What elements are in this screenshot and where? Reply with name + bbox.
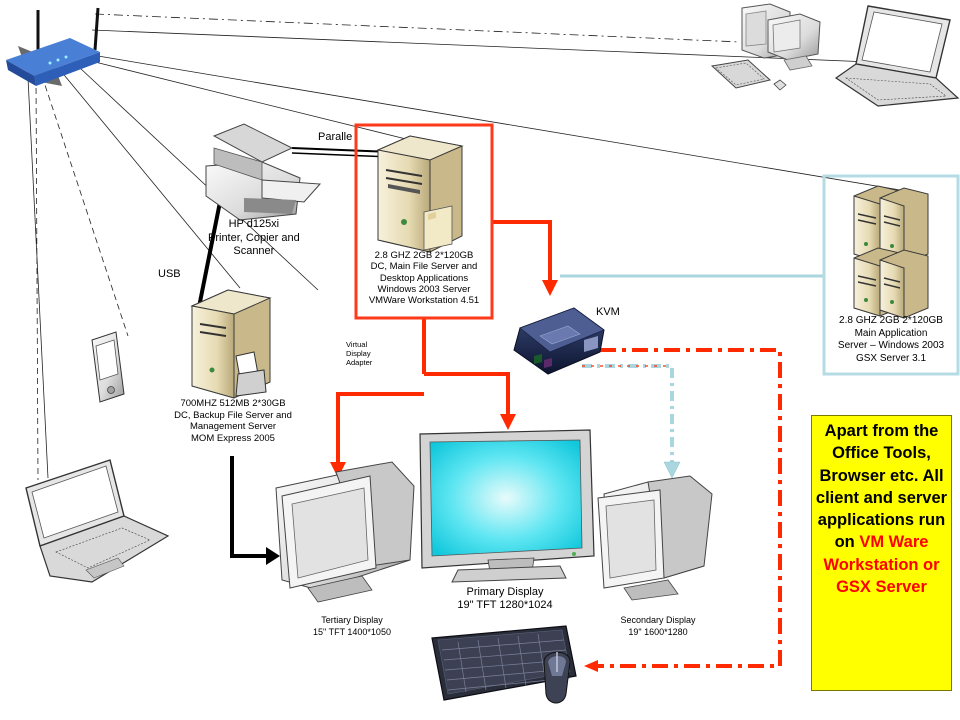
tertiary-display-label: Tertiary Display 15" TFT 1400*1050 [282,614,422,638]
usb-label: USB [158,268,181,280]
secondary-display-label: Secondary Display 19" 1600*1280 [598,614,718,638]
primary-display-label-line: 19" TFT 1280*1024 [457,599,553,611]
app-server-label-line: Main Application [854,327,928,339]
tertiary-display-label-line: 15" TFT 1400*1050 [313,627,391,637]
backup-server-label-line: MOM Express 2005 [191,432,275,444]
app-server-label-line: 2.8 GHZ 2GB 2*120GB [839,315,943,326]
printer-label-line: Scanner [233,245,275,257]
main-server-label-line: DC, Main File Server and [370,261,478,273]
keyboard-icon [431,625,577,701]
app-server-label-line: GSX Server 3.1 [855,352,927,364]
backup-server-label-line: Management Server [189,421,277,432]
mouse-icon [543,651,571,704]
note-highlight: VM Ware Workstation or GSX Server [823,533,940,597]
parallel-cable [291,147,393,158]
kvm-connections [582,348,782,672]
backup-server-label-line: 700MHZ 512MB 2*30GB [180,398,286,409]
app-server-label-line: Server – Windows 2003 [837,340,945,351]
pda-icon [91,331,125,403]
lcd-monitor-icon [419,429,595,583]
main-server-label-line: VMWare Workstation 4.51 [368,295,480,307]
main-server-label-line: 2.8 GHZ 2GB 2*120GB [374,250,474,261]
app-server-label: 2.8 GHZ 2GB 2*120GB Main Application Ser… [826,315,956,365]
crt-monitor-icon [597,475,713,601]
note-box: Apart from the Office Tools, Browser etc… [811,415,952,691]
secondary-display-label-line: Secondary Display [620,615,696,625]
tertiary-display-label-line: Tertiary Display [321,615,383,625]
virtual-adapter-label-line: Display [346,349,371,358]
backup-server-label: 700MHZ 512MB 2*30GB DC, Backup File Serv… [158,398,308,444]
laptop-icon [25,459,170,583]
virtual-adapter-label-line: Virtual [346,340,368,349]
server-tower-icon [190,289,272,399]
app-server-frame [822,174,960,376]
usb-cable [194,191,224,323]
printer-label-line: HP d125xi [228,218,280,230]
note-text: Apart from the Office Tools, Browser etc… [815,422,948,552]
parallel-label: Paralle [318,131,353,143]
backup-display-connection [230,456,280,565]
secondary-display-label-line: 19" 1600*1280 [628,627,688,637]
backup-server-label-line: DC, Backup File Server and [174,409,292,421]
main-server-label-line: Windows 2003 Server [377,283,471,295]
server-rack-icon [853,185,929,319]
printer-label: HP d125xi Printer, Copier and Scanner [208,218,300,259]
printer-label-line: Printer, Copier and [208,231,300,244]
main-server-label: 2.8 GHZ 2GB 2*120GB DC, Main File Server… [360,250,488,306]
desktop-pc-icon [710,3,821,91]
virtual-adapter-label-line: Adapter [346,358,373,367]
display-connections [330,220,558,478]
server-tower-icon [376,135,464,253]
kvm-label: KVM [596,306,620,318]
primary-display-label: Primary Display 19" TFT 1280*1024 [430,586,580,612]
printer-icon [205,123,322,221]
laptop-icon [834,5,960,107]
virtual-adapter-label: Virtual Display Adapter [346,340,372,367]
wireless-router-icon [6,7,100,86]
primary-display-label-line: Primary Display [466,586,544,598]
main-server-label-line: Desktop Applications [379,272,469,284]
main-server-frame [354,123,494,320]
crt-monitor-icon [275,461,415,603]
kvm-switch-icon [513,307,605,375]
